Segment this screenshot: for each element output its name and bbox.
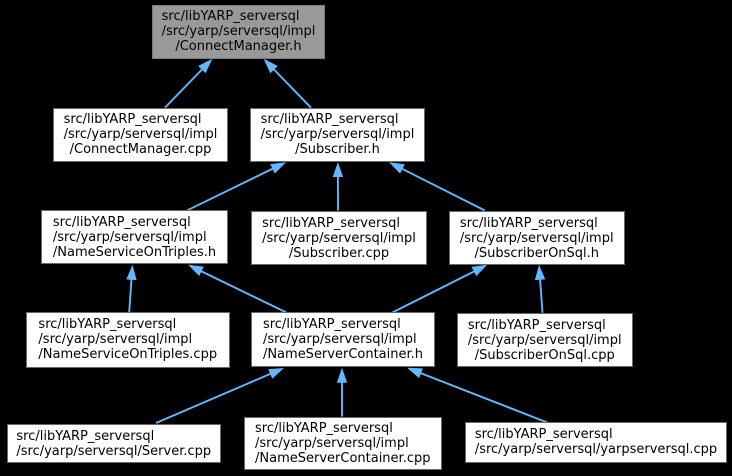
graph-node-NameServerContainer.cpp[interactable]: src/libYARP_serversql/src/yarp/serversql… [243, 416, 441, 470]
graph-node-NameServerContainer.h[interactable]: src/libYARP_serversql/src/yarp/serversql… [250, 312, 435, 368]
node-label-line: /NameServiceOnTriples.cpp [38, 347, 218, 363]
arrowhead-icon [407, 367, 423, 379]
graph-node-NameServiceOnTriples.cpp[interactable]: src/libYARP_serversql/src/yarp/serversql… [26, 312, 230, 368]
edge-SubscriberOnSql.cpp-to-SubscriberOnSql.h [534, 264, 546, 313]
edge-line [271, 67, 312, 109]
arrowhead-icon [332, 162, 344, 178]
edge-NameServerContainer.cpp-to-NameServerContainer.h [336, 367, 348, 417]
graph-node-NameServiceOnTriples.h[interactable]: src/libYARP_serversql/src/yarp/serversql… [40, 210, 228, 265]
node-label-line: /src/yarp/serversql/impl [260, 127, 415, 143]
graph-node-SubscriberOnSql.h[interactable]: src/libYARP_serversql/src/yarp/serversql… [449, 210, 625, 265]
node-label-line: src/libYARP_serversql [262, 317, 401, 333]
edge-SubscriberOnSql.h-to-Subscriber.h [389, 162, 486, 212]
arrowhead-icon [389, 162, 405, 174]
node-label: src/libYARP_serversql/src/yarp/serversql… [474, 428, 716, 458]
node-label-line: src/libYARP_serversql [15, 428, 154, 444]
graph-node-yarpserversql.cpp[interactable]: src/libYARP_serversql/src/yarp/serversql… [464, 422, 727, 463]
node-label-line: /Subscriber.cpp [288, 245, 389, 261]
arrowhead-icon [270, 162, 286, 174]
node-label-line: /src/yarp/serversql/impl [261, 230, 416, 246]
node-label-line: src/libYARP_serversql [161, 8, 300, 24]
node-label-line: /SubscriberOnSql.h [474, 245, 600, 261]
graph-node-Subscriber.h[interactable]: src/libYARP_serversql/src/yarp/serversql… [250, 108, 425, 162]
edge-line [187, 167, 275, 212]
graph-node-Subscriber.cpp[interactable]: src/libYARP_serversql/src/yarp/serversql… [250, 210, 427, 265]
node-label-line: /src/yarp/serversql/impl [254, 435, 409, 451]
node-label-line: src/libYARP_serversql [63, 112, 201, 128]
edge-ConnectManager.cpp-to-ConnectManager.h [164, 58, 213, 109]
arrowhead-icon [268, 368, 284, 379]
node-label-line: /SubscriberOnSql.cpp [474, 347, 615, 363]
graph-node-Server.cpp[interactable]: src/libYARP_serversql/src/yarp/serversql… [6, 423, 220, 463]
node-label-line: /ConnectManager.cpp [69, 142, 211, 158]
node-label-line: /src/yarp/serversql/impl [161, 23, 316, 39]
arrowhead-icon [336, 367, 348, 383]
graph-node-ConnectManager.cpp[interactable]: src/libYARP_serversql/src/yarp/serversql… [52, 108, 228, 162]
node-label-line: src/libYARP_serversql [261, 215, 400, 231]
edge-NameServerContainer.h-to-NameServiceOnTriples.h [188, 264, 287, 314]
node-label-line: /Subscriber.h [295, 142, 380, 158]
node-label-line: /src/yarp/serversql/yarpserversql.cpp [474, 442, 717, 458]
edge-line [538, 277, 544, 313]
arrowhead-icon [534, 264, 546, 281]
node-label-line: /src/yarp/serversql/impl [38, 332, 193, 348]
node-label: src/libYARP_serversql/src/yarp/serversql… [38, 317, 217, 362]
node-label-line: /src/yarp/serversql/Server.cpp [15, 443, 211, 459]
node-label: src/libYARP_serversql/src/yarp/serversql… [255, 421, 430, 466]
node-label-line: src/libYARP_serversql [459, 215, 598, 231]
graph-node-SubscriberOnSql.cpp[interactable]: src/libYARP_serversql/src/yarp/serversql… [457, 313, 633, 368]
node-label: src/libYARP_serversql/src/yarp/serversql… [261, 112, 415, 157]
node-label-line: src/libYARP_serversql [254, 420, 393, 436]
arrowhead-icon [188, 264, 204, 277]
node-label-line: /src/yarp/serversql/impl [52, 229, 207, 245]
node-label-line: /NameServerContainer.cpp [254, 450, 430, 466]
edge-line [199, 269, 287, 314]
node-label: src/libYARP_serversql/src/yarp/serversql… [262, 215, 416, 260]
node-label-line: /NameServiceOnTriples.h [52, 244, 216, 260]
node-label: src/libYARP_serversql/src/yarp/serversql… [468, 318, 622, 363]
arrowhead-icon [198, 58, 213, 74]
edge-line [418, 371, 548, 424]
node-label-line: /src/yarp/serversql/impl [459, 230, 614, 246]
arrowhead-icon [263, 58, 278, 74]
edge-NameServiceOnTriples.h-to-Subscriber.h [187, 162, 286, 212]
node-label-line: src/libYARP_serversql [260, 112, 399, 128]
edge-NameServiceOnTriples.cpp-to-NameServiceOnTriples.h [126, 264, 137, 313]
node-label-line: src/libYARP_serversql [467, 317, 606, 333]
node-label-line: /ConnectManager.h [175, 38, 302, 54]
node-label: src/libYARP_serversql/src/yarp/serversql… [460, 215, 614, 260]
node-label: src/libYARP_serversql/src/yarp/serversql… [162, 9, 316, 54]
node-label-line: /src/yarp/serversql/impl [467, 332, 622, 348]
node-label: src/libYARP_serversql/src/yarp/serversql… [52, 215, 215, 260]
edge-Subscriber.h-to-ConnectManager.h [263, 58, 312, 109]
node-label-line: src/libYARP_serversql [38, 317, 177, 333]
arrowhead-icon [471, 264, 488, 277]
arrowhead-icon [126, 264, 137, 281]
node-label-line: src/libYARP_serversql [52, 214, 191, 230]
node-label: src/libYARP_serversql/src/yarp/serversql… [16, 428, 211, 458]
node-label-line: /src/yarp/serversql/impl [262, 332, 417, 348]
edge-line [391, 269, 477, 314]
edge-yarpserversql.cpp-to-NameServerContainer.h [407, 367, 548, 424]
node-label-line: /NameServerContainer.h [262, 347, 423, 363]
edge-Subscriber.cpp-to-Subscriber.h [332, 162, 344, 211]
node-label-line: src/libYARP_serversql [474, 427, 613, 443]
edge-Server.cpp-to-NameServerContainer.h [155, 368, 284, 424]
edge-NameServerContainer.h-to-SubscriberOnSql.h [391, 264, 488, 314]
graph-node-ConnectManager.h[interactable]: src/libYARP_serversql/src/yarp/serversql… [152, 4, 325, 58]
edge-line [400, 167, 486, 212]
node-label: src/libYARP_serversql/src/yarp/serversql… [63, 112, 217, 157]
node-label-line: /src/yarp/serversql/impl [63, 127, 217, 143]
edge-line [155, 372, 273, 424]
node-label: src/libYARP_serversql/src/yarp/serversql… [262, 317, 422, 362]
edge-line [164, 67, 204, 109]
edge-line [128, 277, 133, 313]
